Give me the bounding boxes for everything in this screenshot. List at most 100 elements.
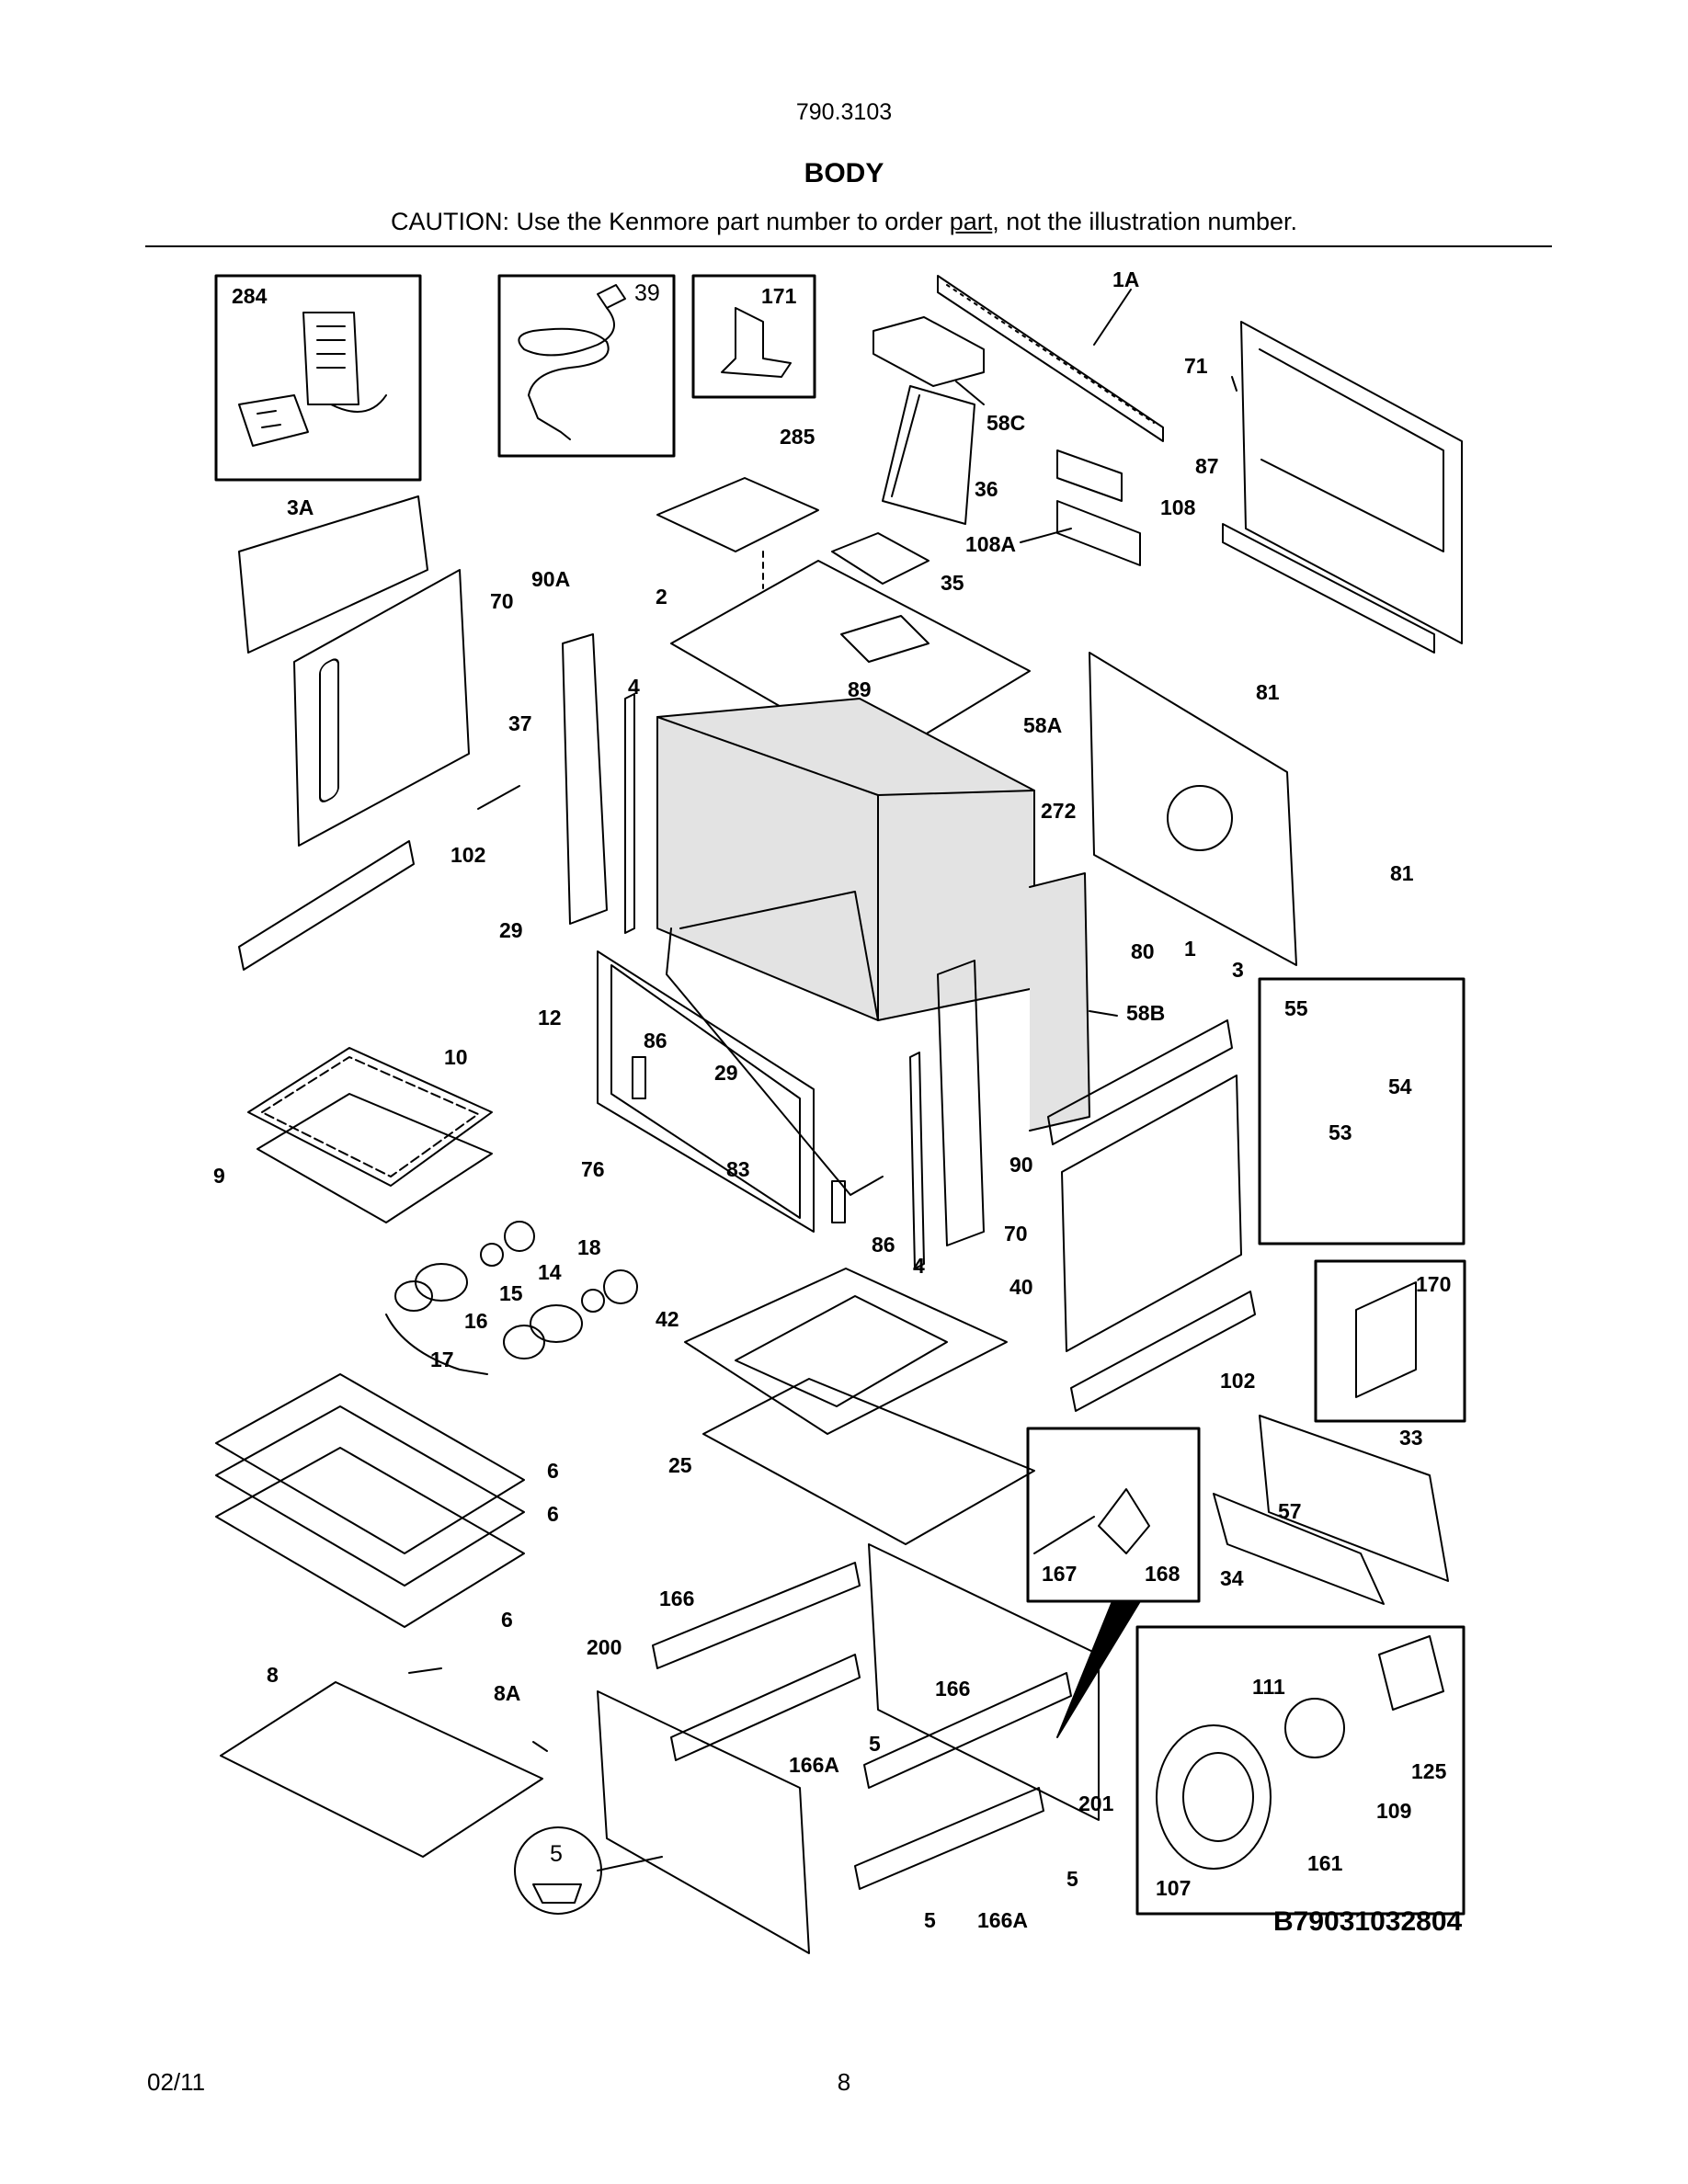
section-title: BODY — [804, 158, 884, 188]
callout-5-right: 5 — [1066, 1867, 1078, 1891]
callout-90: 90 — [1009, 1153, 1033, 1177]
callout-171: 171 — [761, 284, 797, 308]
callout-284: 284 — [232, 284, 268, 308]
vent-panel-33 — [1259, 1415, 1449, 1582]
panel-70-right — [1061, 1075, 1242, 1352]
slide-166a-right — [854, 1787, 1044, 1890]
callout-170: 170 — [1416, 1272, 1451, 1296]
callout-37: 37 — [508, 711, 532, 735]
inset-box-39 — [497, 274, 676, 458]
drawer-frame-201 — [868, 1543, 1100, 1821]
back-panel-71 — [1240, 321, 1463, 644]
callout-200: 200 — [587, 1635, 622, 1659]
callout-81-lower: 81 — [1390, 861, 1414, 885]
bottom-tray-25 — [702, 1378, 1035, 1545]
broil-pan-insert-10 — [247, 1047, 493, 1187]
callout-1: 1 — [1184, 937, 1196, 961]
callout-102-left: 102 — [451, 843, 485, 867]
callout-102-right: 102 — [1220, 1369, 1255, 1393]
rail-102-left — [238, 840, 415, 971]
callout-86-upper: 86 — [644, 1029, 667, 1052]
header-rule — [145, 245, 1552, 247]
callout-70-left: 70 — [490, 589, 514, 613]
callout-36: 36 — [975, 477, 998, 501]
callout-42: 42 — [656, 1307, 679, 1331]
callout-70-right: 70 — [1004, 1222, 1028, 1246]
transformer-part — [238, 312, 387, 447]
callout-54: 54 — [1388, 1075, 1412, 1098]
callout-8: 8 — [267, 1663, 279, 1687]
insulation-58c — [873, 316, 985, 387]
callout-2: 2 — [656, 585, 667, 609]
panel-90a — [562, 633, 608, 925]
power-cord-part — [518, 284, 626, 440]
hinge-86-upper — [632, 1056, 646, 1099]
callout-87: 87 — [1195, 454, 1219, 478]
inset-box-thermostat — [1258, 977, 1466, 1246]
insulation-58b — [1029, 872, 1090, 1132]
callout-166a-right: 166A — [977, 1908, 1028, 1932]
callout-3a: 3A — [287, 495, 314, 519]
callout-111: 111 — [1252, 1675, 1285, 1699]
hinge-168 — [1098, 1488, 1150, 1554]
callout-5-center: 5 — [869, 1732, 881, 1756]
callout-166-right: 166 — [935, 1677, 970, 1701]
callout-71: 71 — [1184, 354, 1208, 378]
bake-element-cover-40 — [684, 1268, 1008, 1435]
oven-cavity-58a — [656, 698, 1035, 1021]
strip-4 — [624, 693, 635, 934]
diagram-id: B79031032804 — [1273, 1906, 1463, 1937]
callout-108a: 108A — [965, 532, 1016, 556]
callout-4-lower: 4 — [913, 1254, 925, 1278]
slide-166-right — [863, 1672, 1072, 1789]
callout-81-upper: 81 — [1256, 680, 1280, 704]
callout-53: 53 — [1329, 1120, 1352, 1144]
callout-166a-left: 166A — [789, 1753, 839, 1777]
callout-109: 109 — [1376, 1799, 1411, 1823]
callout-4-upper: 4 — [628, 675, 640, 699]
callout-125: 125 — [1411, 1759, 1447, 1783]
callout-166-left: 166 — [659, 1587, 694, 1610]
caution-underlined-word: part — [949, 208, 993, 235]
bracket-171 — [721, 307, 792, 378]
callout-25: 25 — [668, 1453, 692, 1477]
callout-9: 9 — [213, 1164, 225, 1188]
drawer-pan-8 — [220, 1681, 543, 1858]
sheet-285 — [656, 477, 819, 552]
clip-8a — [408, 1667, 548, 1752]
inset-box-171 — [691, 274, 816, 399]
oven-racks-6 — [215, 1373, 525, 1628]
callout-29-upper: 29 — [499, 918, 523, 942]
callout-58a: 58A — [1023, 713, 1062, 737]
callout-8a: 8A — [494, 1681, 520, 1705]
drawer-frame-200 — [597, 1690, 810, 1954]
duct-36 — [882, 385, 975, 525]
callout-6-top: 6 — [547, 1459, 559, 1483]
callout-90a: 90A — [531, 567, 570, 591]
part-108a — [1056, 500, 1141, 566]
callout-58b: 58B — [1126, 1001, 1165, 1025]
inset-box-fan — [1135, 1625, 1466, 1916]
callout-80: 80 — [1131, 939, 1155, 963]
convection-fan-assembly — [1156, 1635, 1444, 1870]
callout-18: 18 — [577, 1235, 601, 1259]
callout-12: 12 — [538, 1006, 562, 1029]
callout-55: 55 — [1284, 996, 1308, 1020]
callout-108: 108 — [1160, 495, 1196, 519]
sensor-37 — [477, 785, 520, 810]
leader-71 — [1231, 376, 1237, 392]
callout-16: 16 — [464, 1309, 488, 1333]
callout-86-lower: 86 — [872, 1233, 895, 1257]
slide-166a-left — [670, 1654, 861, 1761]
callout-107: 107 — [1156, 1876, 1191, 1900]
panel-70-left — [293, 569, 470, 847]
callout-40: 40 — [1009, 1275, 1033, 1299]
callout-6-bottom: 6 — [501, 1608, 513, 1632]
gasket-35 — [831, 532, 930, 585]
callout-29-lower: 29 — [714, 1061, 738, 1085]
callout-14: 14 — [538, 1260, 562, 1284]
caution-text-start: CAUTION: Use the Kenmore part number to … — [391, 208, 950, 235]
inset-box-284 — [214, 274, 422, 482]
callout-167: 167 — [1042, 1562, 1077, 1586]
panel-3-right — [1047, 1019, 1233, 1145]
